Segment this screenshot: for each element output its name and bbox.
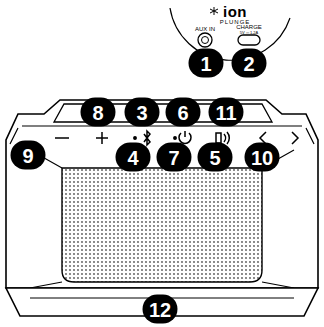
callout-number: 5: [198, 143, 233, 172]
port-label: CHARGE: [236, 24, 262, 30]
control-strip: [10, 126, 314, 144]
aux-jack: [198, 33, 212, 47]
callout-number: 4: [116, 143, 151, 172]
callout-number: 9: [11, 141, 46, 170]
charge-port: [238, 35, 260, 45]
callout-number: 2: [232, 49, 267, 78]
brand-logo: ion: [223, 4, 247, 19]
callout-number: 3: [125, 98, 160, 127]
callout-number: 7: [157, 143, 192, 172]
callout-number: 8: [81, 98, 116, 127]
callout-number: 6: [166, 98, 201, 127]
callout-number: 1: [189, 49, 224, 78]
callout-number: 10: [245, 143, 280, 172]
callout-number: 12: [143, 295, 178, 324]
speaker-grille: [62, 168, 262, 282]
callout-number: 11: [209, 98, 244, 127]
port-label: AUX IN: [195, 26, 215, 32]
aux-jack-inner: [202, 37, 209, 44]
logo-mark: [210, 7, 218, 15]
speaker-body: [6, 100, 318, 288]
port-rating: 5V ⎓ 1.2A: [240, 31, 258, 35]
